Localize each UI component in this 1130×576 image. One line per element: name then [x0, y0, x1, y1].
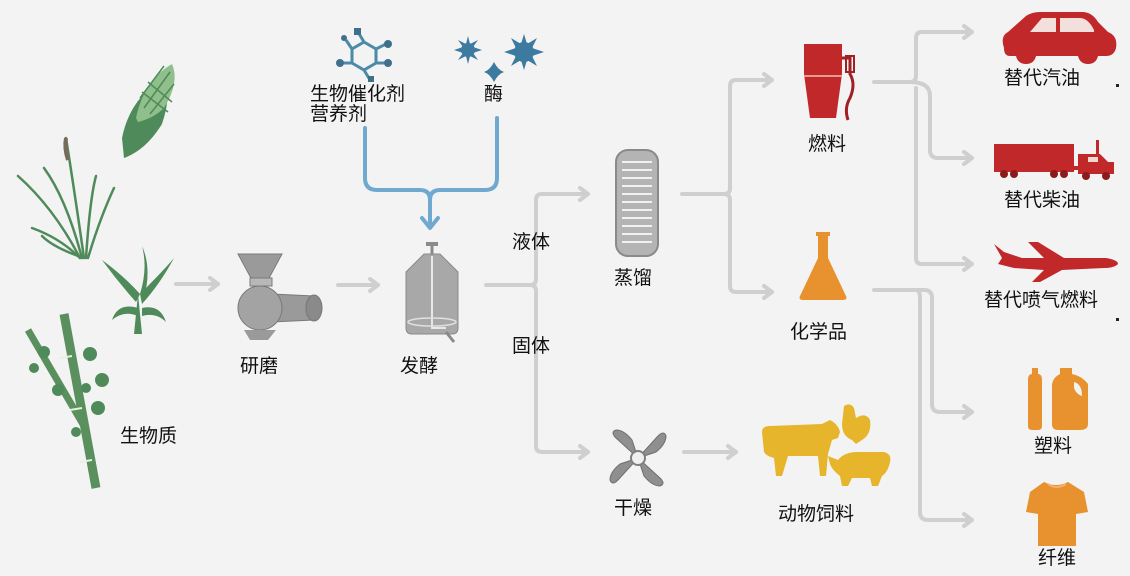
bamboo-icon: [24, 313, 109, 489]
arrow-catalyst-to-fermentation: [363, 126, 432, 228]
label-enzyme: 酶: [484, 83, 504, 105]
arrow-chemicals-to-fiber: [914, 288, 974, 522]
car-icon: [1000, 10, 1120, 64]
molecule-icon: [334, 28, 394, 84]
arrow-fuel-to-jet: [914, 86, 974, 266]
label-chemicals: 化学品: [790, 321, 848, 343]
label-diesel: 替代柴油: [1004, 189, 1081, 211]
arrow-distillation-to-chemicals: [722, 192, 774, 294]
arrow-fuel-to-gasoline: [872, 30, 974, 84]
label-gasoline: 替代汽油: [1004, 67, 1081, 89]
grass-icon: [16, 136, 116, 260]
pig-icon: [828, 452, 891, 486]
label-fiber: 纤维: [1038, 547, 1077, 569]
airplane-icon: [994, 240, 1120, 284]
distillation-column-icon: [614, 148, 660, 258]
label-jet-fuel: 替代喷气燃料: [984, 289, 1099, 311]
artifact-dot: [1116, 318, 1119, 321]
arrow-fuel-to-diesel: [908, 80, 974, 160]
label-grinding: 研磨: [240, 355, 279, 377]
livestock-icon: [758, 402, 898, 492]
fuel-pump-icon: [802, 44, 862, 124]
label-drying: 干燥: [614, 497, 653, 519]
arrow-fermentation-to-drying: [528, 283, 590, 454]
plastic-bottles-icon: [1024, 368, 1094, 432]
tshirt-icon: [1026, 480, 1088, 548]
chicken-icon: [842, 404, 871, 444]
label-distillation: 蒸馏: [614, 267, 653, 289]
label-catalyst-line2: 营养剂: [310, 103, 368, 125]
label-biomass: 生物质: [120, 425, 178, 447]
arrow-chemicals-to-plastics: [872, 288, 974, 414]
label-animal-feed: 动物饲料: [778, 503, 855, 525]
grinder-icon: [234, 250, 324, 340]
flask-icon: [796, 232, 850, 302]
fermenter-tank-icon: [402, 242, 462, 348]
label-plastics: 塑料: [1034, 435, 1073, 457]
label-liquid: 液体: [512, 231, 551, 253]
seedling-icon: [102, 246, 174, 334]
label-catalyst-line1: 生物催化剂: [310, 83, 406, 105]
label-solid: 固体: [512, 335, 551, 357]
label-fuel: 燃料: [808, 133, 847, 155]
cow-icon: [762, 420, 840, 476]
enzyme-icon: [452, 34, 552, 84]
corn-icon: [122, 64, 175, 158]
fan-icon: [609, 429, 667, 487]
truck-icon: [994, 140, 1120, 180]
label-fermentation: 发酵: [400, 355, 439, 377]
plants-icon: [14, 58, 175, 489]
artifact-dot: [1116, 84, 1119, 87]
arrow-distillation-to-fuel: [680, 78, 774, 196]
arrow-enzyme-to-fermentation: [428, 116, 499, 202]
